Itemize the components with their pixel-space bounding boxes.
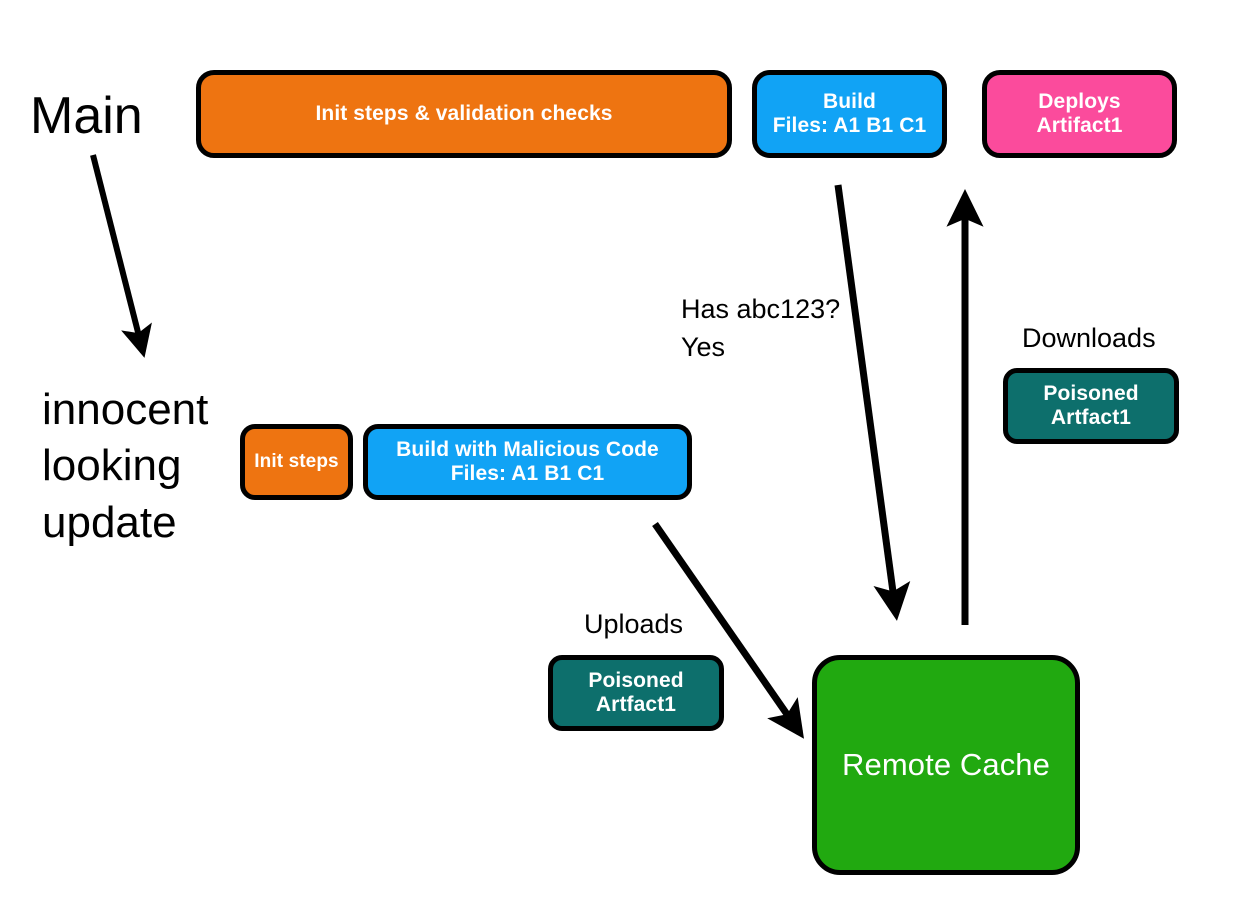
branch-label-innocent-update: innocent looking update [42,385,209,547]
uploads-label: Uploads [584,609,684,639]
node-remote-cache: Remote Cache [812,655,1080,875]
arrow-main-to-update [90,154,152,358]
node-init-steps-validation-checks: Init steps & validation checks [196,70,732,158]
downloads-label: Downloads [1022,323,1156,353]
branch-label-main: Main [30,87,143,145]
node-build-with-malicious-code: Build with Malicious Code Files: A1 B1 C… [363,424,692,500]
node-init-steps: Init steps [240,424,353,500]
node-poisoned-artifact-download: Poisoned Artfact1 [1003,368,1179,444]
node-deploys-artifact1: Deploys Artifact1 [982,70,1177,158]
arrow-build-to-cache [834,184,911,621]
node-poisoned-artifact-upload: Poisoned Artfact1 [548,655,724,731]
node-build-main: Build Files: A1 B1 C1 [752,70,947,158]
cache-lookup-label: Has abc123? Yes [681,294,841,363]
